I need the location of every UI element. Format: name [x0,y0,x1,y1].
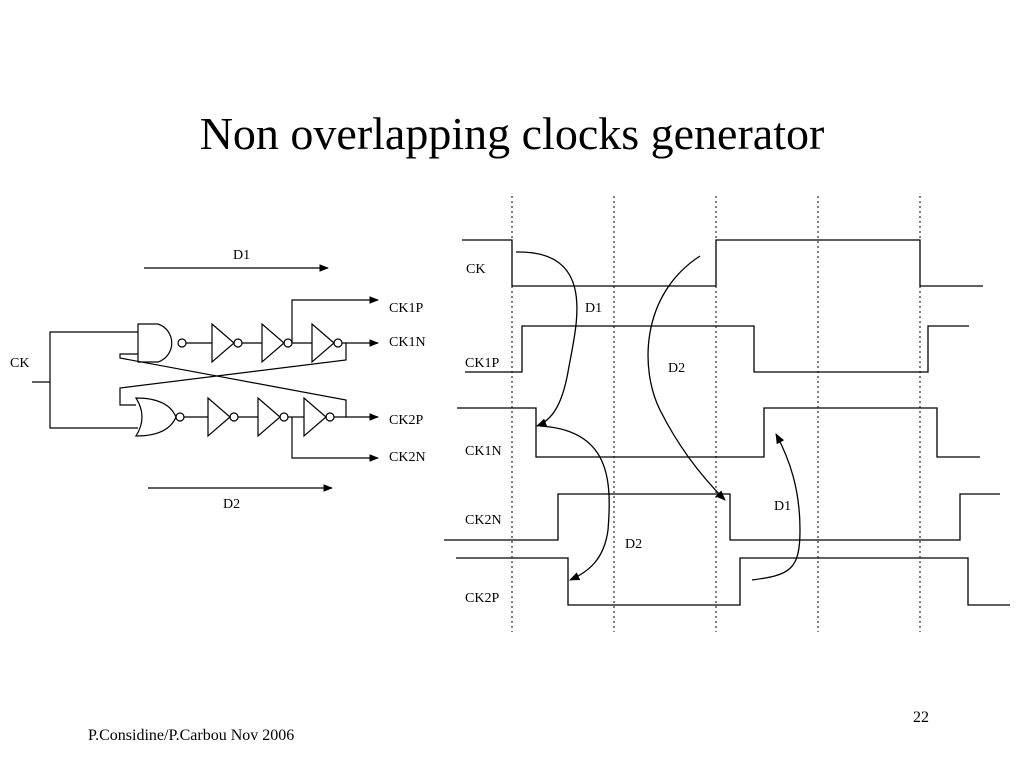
timing-label-ck1p: CK1P [465,356,499,371]
ck1p-wire [291,296,379,343]
nand-gate [137,323,173,363]
waveform-ck1p [465,325,969,373]
input-ck-label: CK [10,356,29,371]
timing-arrows [515,251,801,581]
delay-bottom-label: D2 [223,497,240,512]
waveform-ck2p [456,557,1010,606]
inverter-5-bubble [279,412,289,422]
arrow-ck1n-to-ck2p [539,425,610,581]
inverter-4 [207,396,231,438]
nor-gate [134,397,177,437]
output-ck2p-label: CK2P [389,413,423,428]
output-ck2n-label: CK2N [389,450,426,465]
inverter-3 [311,322,335,364]
slide-title: Non overlapping clocks generator [199,108,825,159]
ck2n-wire [291,417,379,462]
page-number: 22 [913,709,929,726]
waveform-ck2n [444,493,1000,541]
timing-label-ck2p: CK2P [465,591,499,606]
ck-vertical-wire [49,331,138,429]
timing-delay-d2-second: D2 [625,537,642,552]
timing-label-ck2n: CK2N [465,513,502,528]
timing-label-ck1n: CK1N [465,444,502,459]
timing-delay-d1-second: D1 [774,499,791,514]
arrow-ck-to-ck1n [515,251,578,427]
inverter-2 [261,322,285,364]
inverter-1-bubble [233,338,243,348]
timing-label-ck: CK [466,262,485,277]
schematic [32,264,379,492]
delay-top-label: D1 [233,248,250,263]
output-ck1n-label: CK1N [389,335,426,350]
feedback-ck2p-to-nand [119,353,347,417]
inverter-1 [211,322,235,364]
arrow-ck-to-ck2n [647,255,726,501]
timing-delay-d2-first: D2 [668,361,685,376]
inverter-3-bubble [333,338,343,348]
inverter-6-bubble [325,412,335,422]
inverter-4-bubble [229,412,239,422]
output-ck1p-label: CK1P [389,301,423,316]
inverter-5 [257,396,281,438]
footer-credit: P.Considine/P.Carbou Nov 2006 [88,727,295,744]
arrow-ck2p-to-ck1n [751,433,801,581]
waveform-ck1n [457,407,980,458]
inverter-6 [303,396,327,438]
waveform-ck [462,239,983,287]
timing-waveforms [444,239,1010,606]
inverter-2-bubble [283,338,293,348]
nor-bubble [175,412,185,422]
nand-bubble [177,338,187,348]
timing-delay-d1-first: D1 [585,301,602,316]
feedback-ck1n-to-nor [119,343,347,406]
